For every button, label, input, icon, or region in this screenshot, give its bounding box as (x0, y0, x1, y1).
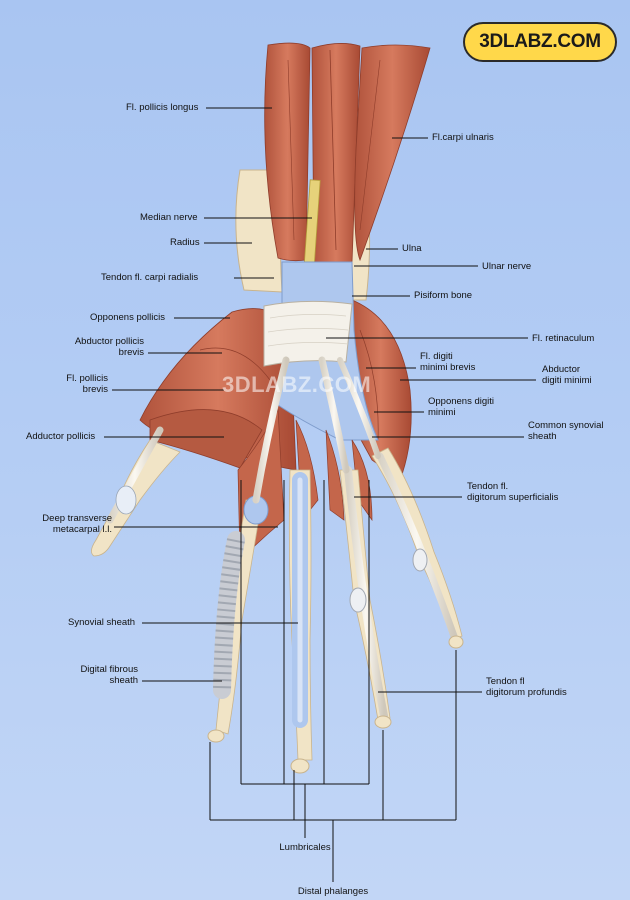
label-fl-carpi-ulnaris: Fl.carpi ulnaris (432, 132, 494, 143)
little-finger (371, 447, 464, 649)
label-deep-transverse-metacarpal: Deep transverse metacarpal l.l. (42, 513, 112, 535)
watermark-text: 3DLABZ.COM (222, 372, 372, 397)
leader-lines (104, 107, 536, 882)
thumb (91, 426, 181, 557)
thenar-muscles (139, 308, 297, 471)
label-radius: Radius (170, 237, 200, 248)
label-fl-retinaculum: Fl. retinaculum (532, 333, 595, 344)
label-tendon-fl-digitorum-superficialis: Tendon fl. digitorum superficialis (467, 481, 559, 503)
label-abductor-pollicis-brevis: Abductor pollicis brevis (74, 336, 144, 358)
label-median-nerve: Median nerve (140, 212, 198, 223)
label-tendon-fl-carpi-radialis: Tendon fl. carpi radialis (101, 272, 199, 283)
label-common-synovial-sheath: Common synovial sheath (528, 420, 604, 442)
label-ulna: Ulna (402, 243, 422, 254)
label-fl-digiti-minimi-brevis: Fl. digiti minimi brevis (420, 351, 476, 373)
forearm-muscles (264, 42, 431, 265)
flexor-tendons (252, 356, 381, 504)
label-opponens-pollicis: Opponens pollicis (90, 312, 165, 323)
label-adductor-pollicis: Adductor pollicis (26, 431, 96, 442)
ring-finger (339, 466, 392, 729)
brand-logo: 3DLABZ.COM (463, 22, 617, 62)
label-pisiform-bone: Pisiform bone (414, 290, 473, 301)
label-fl-pollicis-brevis: Fl. pollicis brevis (66, 373, 108, 395)
label-distal-phalanges: Distal phalanges (297, 886, 369, 897)
label-synovial-sheath: Synovial sheath (68, 617, 136, 628)
middle-finger (288, 469, 313, 774)
flexor-retinaculum (263, 300, 353, 367)
label-opponens-digiti-minimi: Opponens digiti minimi (428, 396, 495, 418)
label-tendon-fl-digitorum-profundis: Tendon fl digitorum profundis (486, 676, 567, 698)
label-lumbricales: Lumbricales (279, 842, 331, 853)
label-abductor-digiti-minimi: Abductor digiti minimi (542, 364, 592, 386)
label-ulnar-nerve: Ulnar nerve (482, 261, 532, 272)
label-fl-pollicis-longus: Fl. pollicis longus (126, 102, 199, 113)
index-finger (207, 495, 269, 743)
label-digital-fibrous-sheath: Digital fibrous sheath (80, 664, 138, 686)
